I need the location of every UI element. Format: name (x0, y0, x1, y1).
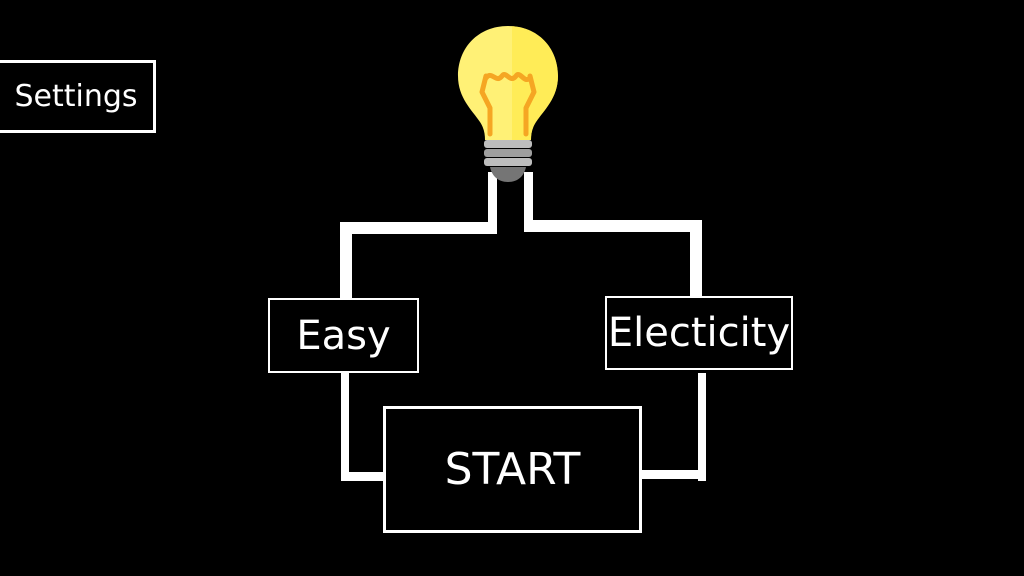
start-button[interactable]: START (383, 406, 642, 533)
electricity-button-label: Electicity (607, 310, 791, 356)
settings-button[interactable]: Settings (0, 60, 156, 133)
start-button-label: START (444, 444, 581, 495)
settings-button-label: Settings (14, 79, 138, 114)
light-bulb-icon (458, 26, 558, 182)
easy-button-label: Easy (296, 312, 391, 359)
difficulty-easy-button[interactable]: Easy (268, 298, 419, 373)
mode-electricity-button[interactable]: Electicity (605, 296, 793, 370)
